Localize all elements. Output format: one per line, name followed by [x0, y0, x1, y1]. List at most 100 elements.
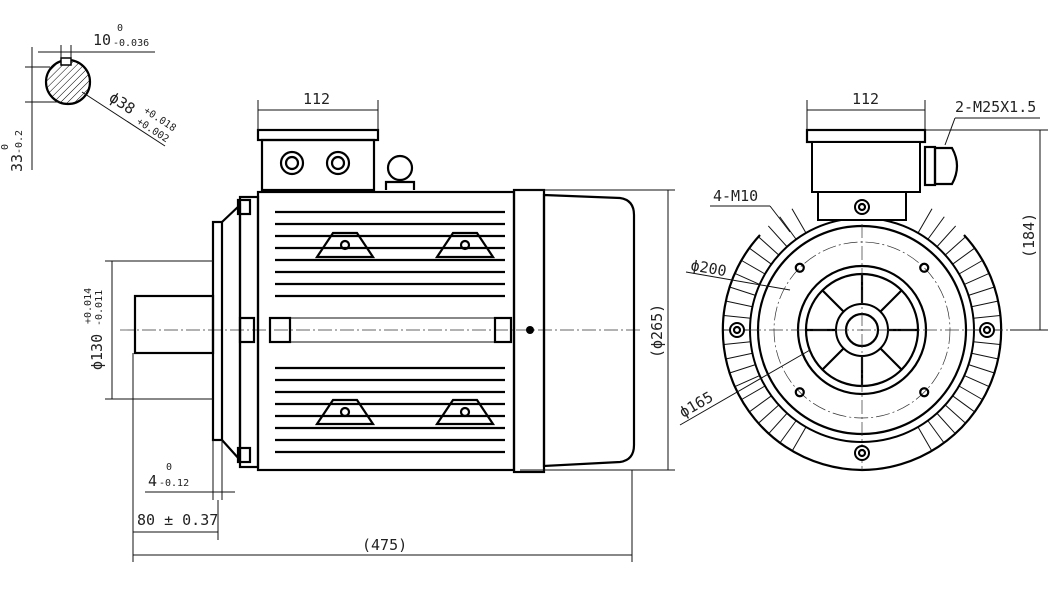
key-depth-dimension: 33 0 -0.2	[0, 130, 26, 172]
flange	[211, 220, 224, 442]
svg-text:-0.12: -0.12	[159, 478, 189, 489]
bolt-icon	[459, 239, 471, 251]
bolt-icon	[979, 322, 995, 338]
bolt-hole	[732, 325, 742, 335]
overall-length-dimension: (475)	[133, 470, 633, 562]
height-dimension: (184)	[925, 129, 1048, 331]
front-fin	[724, 352, 753, 360]
front-terminal-box-dimension: 112	[806, 90, 926, 130]
front-fin	[936, 225, 957, 248]
front-fin	[927, 216, 945, 240]
bolt-hole	[857, 448, 867, 458]
front-fin	[952, 395, 976, 413]
front-fin	[964, 375, 991, 388]
front-fin	[791, 426, 807, 452]
svg-text:80 ± 0.37: 80 ± 0.37	[137, 511, 218, 529]
svg-text:10: 10	[93, 31, 111, 49]
side-terminal-box-dimension: 112	[257, 90, 379, 130]
fan-cover	[542, 193, 636, 468]
bolt-icon	[854, 199, 870, 215]
front-fin	[927, 420, 945, 444]
motor-front-view: 112 2-M25X1.5 (184) 4-M10 ϕ200 ϕ165	[676, 90, 1048, 472]
bolt-icon	[339, 406, 351, 418]
svg-text:-0.2: -0.2	[14, 130, 25, 154]
svg-text:ϕ200: ϕ200	[689, 256, 728, 280]
output-shaft	[133, 294, 215, 355]
front-fin	[971, 300, 1000, 308]
svg-text:112: 112	[303, 90, 330, 108]
mounting-hole	[794, 262, 805, 273]
svg-text:(ϕ265): (ϕ265)	[648, 304, 666, 358]
front-fin	[748, 247, 772, 265]
front-terminal-box	[811, 141, 921, 193]
front-fin	[740, 385, 766, 401]
bolt-icon	[459, 406, 471, 418]
pcd-label: ϕ200	[685, 256, 791, 291]
svg-text:ϕ165: ϕ165	[676, 388, 716, 422]
bolt-icon	[339, 239, 351, 251]
front-fin	[964, 272, 991, 285]
front-terminal-box-lid	[805, 128, 927, 144]
svg-text:+0.014: +0.014	[83, 288, 94, 324]
terminal-box	[260, 138, 376, 192]
svg-text:2-M25X1.5: 2-M25X1.5	[955, 98, 1036, 116]
mounting-hole	[794, 387, 805, 398]
front-fin	[973, 314, 1002, 319]
mount-boss	[314, 398, 376, 426]
front-fin	[944, 235, 967, 256]
svg-text:(184): (184)	[1020, 213, 1038, 258]
front-fin	[958, 385, 984, 401]
front-fin	[733, 375, 760, 388]
shaft-key-section: 10 0 -0.036 ϕ38 +0.018 +0.002 33 0 -0.2	[0, 23, 178, 172]
front-fin	[757, 235, 780, 256]
overall-diameter-dimension: (ϕ265)	[520, 189, 675, 471]
mounting-hole	[919, 387, 930, 398]
front-fin	[757, 404, 780, 425]
svg-text:0: 0	[117, 23, 123, 34]
shaft-diameter-dimension: ϕ38 +0.018 +0.002	[106, 88, 178, 145]
front-fin	[724, 300, 753, 308]
cooling-fins	[275, 210, 505, 454]
fan-spoke	[879, 289, 903, 313]
front-fin	[952, 247, 976, 265]
front-fin	[936, 412, 957, 435]
shaft-length-dimension: 80 ± 0.37	[132, 353, 219, 562]
front-fin	[944, 404, 967, 425]
front-fin	[958, 259, 984, 275]
cable-gland-label: 2-M25X1.5	[944, 98, 1040, 146]
mounting-holes-label: 4-M10	[710, 187, 791, 233]
bolt-icon	[236, 446, 252, 464]
front-fin	[968, 286, 996, 296]
fan-spoke	[879, 347, 903, 371]
front-fin	[728, 286, 756, 296]
motor-side-view: 112 ϕ130 +0.014 -0.011 (ϕ265) 4 0 -0.12	[83, 90, 675, 562]
front-fin	[791, 208, 807, 234]
front-fin	[722, 314, 751, 319]
svg-text:(475): (475)	[362, 536, 407, 554]
front-fin	[733, 272, 760, 285]
key-width-dimension: 10 0 -0.036	[93, 23, 149, 49]
front-fin	[767, 225, 788, 248]
bolt-hole	[982, 325, 992, 335]
front-fin	[971, 352, 1000, 360]
front-fin	[917, 208, 933, 234]
svg-text:ϕ130: ϕ130	[88, 334, 106, 370]
svg-text:-0.036: -0.036	[113, 38, 149, 49]
flange-thickness-dimension: 4 0 -0.12	[145, 440, 235, 500]
mount-boss	[434, 398, 496, 426]
fan-spoke	[821, 289, 845, 313]
front-fin	[779, 216, 797, 240]
svg-text:112: 112	[852, 90, 879, 108]
shaft-section-circle	[44, 58, 92, 106]
svg-text:ϕ38: ϕ38	[106, 88, 139, 118]
svg-text:-0.011: -0.011	[94, 290, 105, 326]
svg-text:0: 0	[0, 144, 11, 150]
spigot-diameter-dimension: ϕ130 +0.014 -0.011	[83, 260, 213, 400]
svg-text:33: 33	[8, 154, 26, 172]
cable-gland	[933, 146, 959, 186]
terminal-box-lid	[256, 128, 380, 142]
front-fin	[779, 420, 797, 444]
front-fin	[917, 426, 933, 452]
fan-spoke	[821, 347, 845, 371]
